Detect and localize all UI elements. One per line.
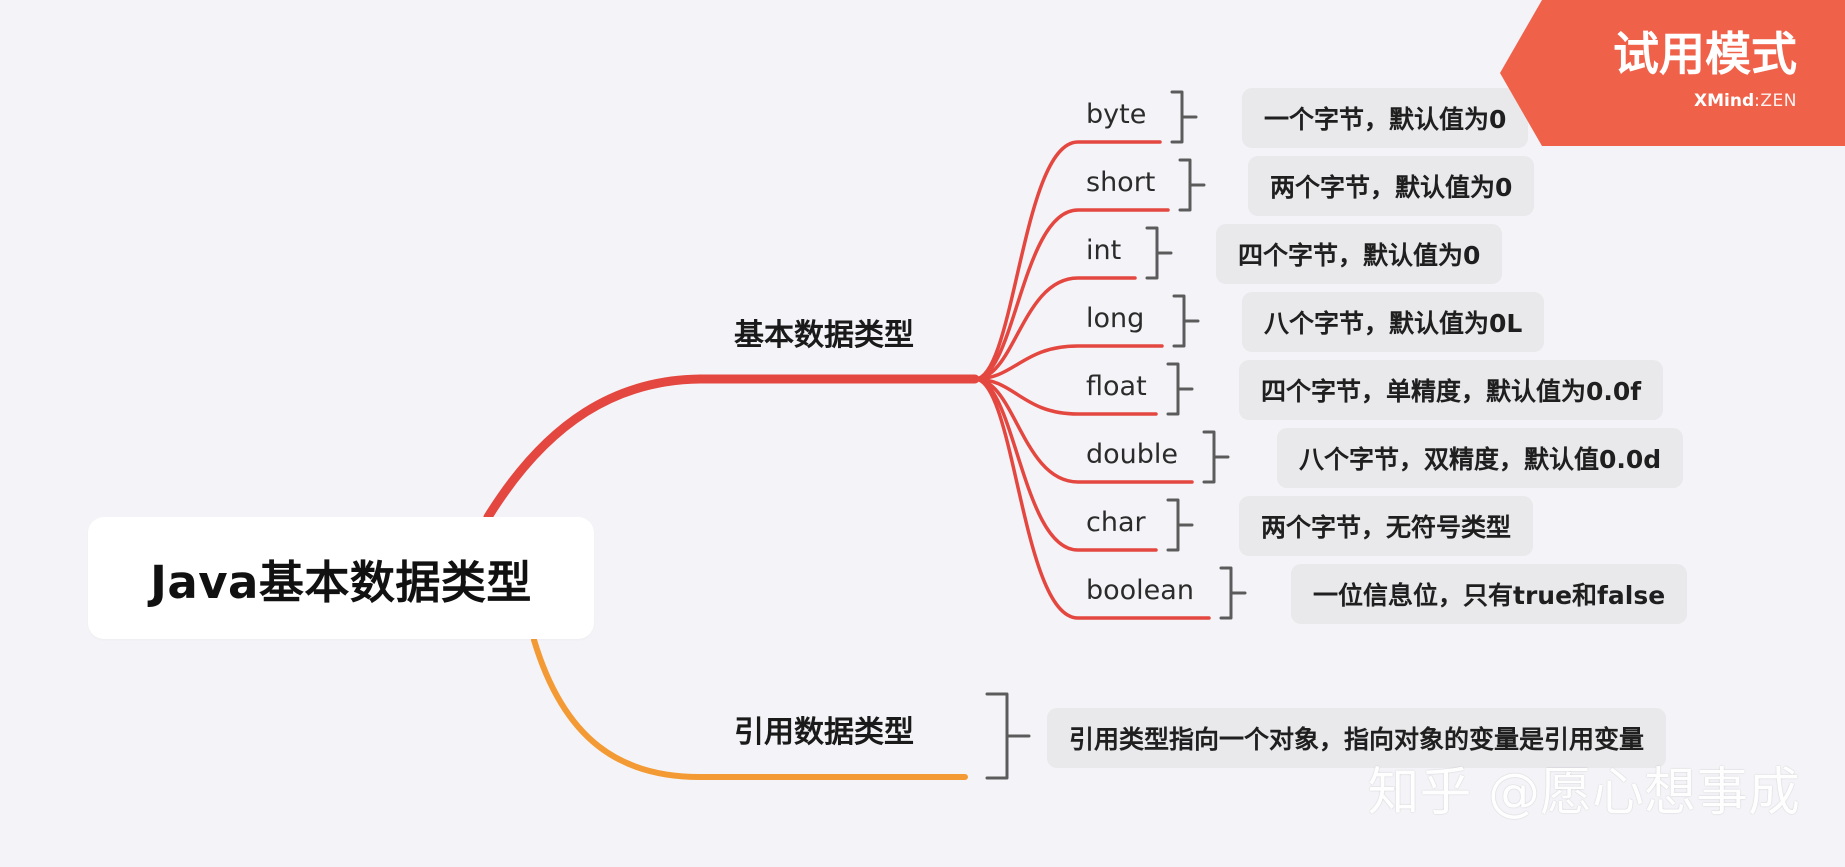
type-byte[interactable]: byte — [1086, 99, 1147, 130]
description-char[interactable]: 两个字节，无符号类型 — [1239, 496, 1534, 556]
description-bracket — [1178, 158, 1206, 212]
type-int[interactable]: int — [1086, 235, 1122, 266]
primitive-child-connector — [973, 140, 1162, 381]
primitive-child-connector — [973, 276, 1137, 381]
primitive-child-connector — [973, 377, 1158, 416]
description-long[interactable]: 八个字节，默认值为0L — [1242, 292, 1545, 352]
primitive-children-connectors — [973, 140, 1211, 620]
type-char[interactable]: char — [1086, 507, 1146, 538]
description-brackets — [985, 90, 1247, 780]
xmind-logo-separator: : — [1754, 91, 1761, 111]
primitive-child-connector — [973, 344, 1164, 381]
xmind-logo-text: XMind — [1694, 91, 1755, 111]
description-float[interactable]: 四个字节，单精度，默认值为0.0f — [1239, 360, 1664, 420]
primitive-child-connector — [973, 377, 1194, 484]
xmind-logo-edition: ZEN — [1760, 91, 1797, 111]
description-bracket — [1166, 498, 1194, 552]
type-boolean[interactable]: boolean — [1086, 575, 1194, 606]
primitive-child-connector — [973, 377, 1158, 552]
description-boolean[interactable]: 一位信息位，只有true和false — [1291, 564, 1688, 624]
root-node-label: Java基本数据类型 — [150, 555, 532, 609]
description-bracket — [1145, 226, 1173, 280]
description-bracket — [1202, 430, 1230, 484]
description-bracket — [1172, 294, 1200, 348]
type-long[interactable]: long — [1086, 303, 1145, 334]
zhihu-watermark: 知乎 @愿心想事成 — [1367, 763, 1800, 823]
description-bracket — [1170, 90, 1198, 144]
description-reference[interactable]: 引用类型指向一个对象，指向对象的变量是引用变量 — [1047, 708, 1667, 768]
description-byte[interactable]: 一个字节，默认值为0 — [1242, 88, 1529, 148]
type-double[interactable]: double — [1086, 439, 1179, 470]
description-bracket — [1219, 566, 1247, 620]
xmind-zen-logo: XMind:ZEN — [1694, 93, 1797, 110]
primitive-child-connector — [973, 208, 1170, 381]
description-short[interactable]: 两个字节，默认值为0 — [1248, 156, 1535, 216]
type-float[interactable]: float — [1086, 371, 1147, 402]
trial-mode-title: 试用模式 — [1613, 27, 1797, 81]
reference-description-bracket — [985, 692, 1031, 780]
trial-mode-badge: 试用模式 XMind:ZEN — [1500, 0, 1845, 146]
reference-branch-label[interactable]: 引用数据类型 — [734, 715, 914, 750]
primitive-branch-connector — [483, 374, 980, 522]
primitive-branch-label[interactable]: 基本数据类型 — [734, 318, 914, 353]
primitive-child-connector — [973, 377, 1211, 620]
reference-branch-connector — [531, 637, 968, 780]
root-node[interactable]: Java基本数据类型 — [88, 517, 594, 639]
description-double[interactable]: 八个字节，双精度，默认值0.0d — [1277, 428, 1684, 488]
description-int[interactable]: 四个字节，默认值为0 — [1216, 224, 1503, 284]
type-short[interactable]: short — [1086, 167, 1156, 198]
description-bracket — [1166, 362, 1194, 416]
